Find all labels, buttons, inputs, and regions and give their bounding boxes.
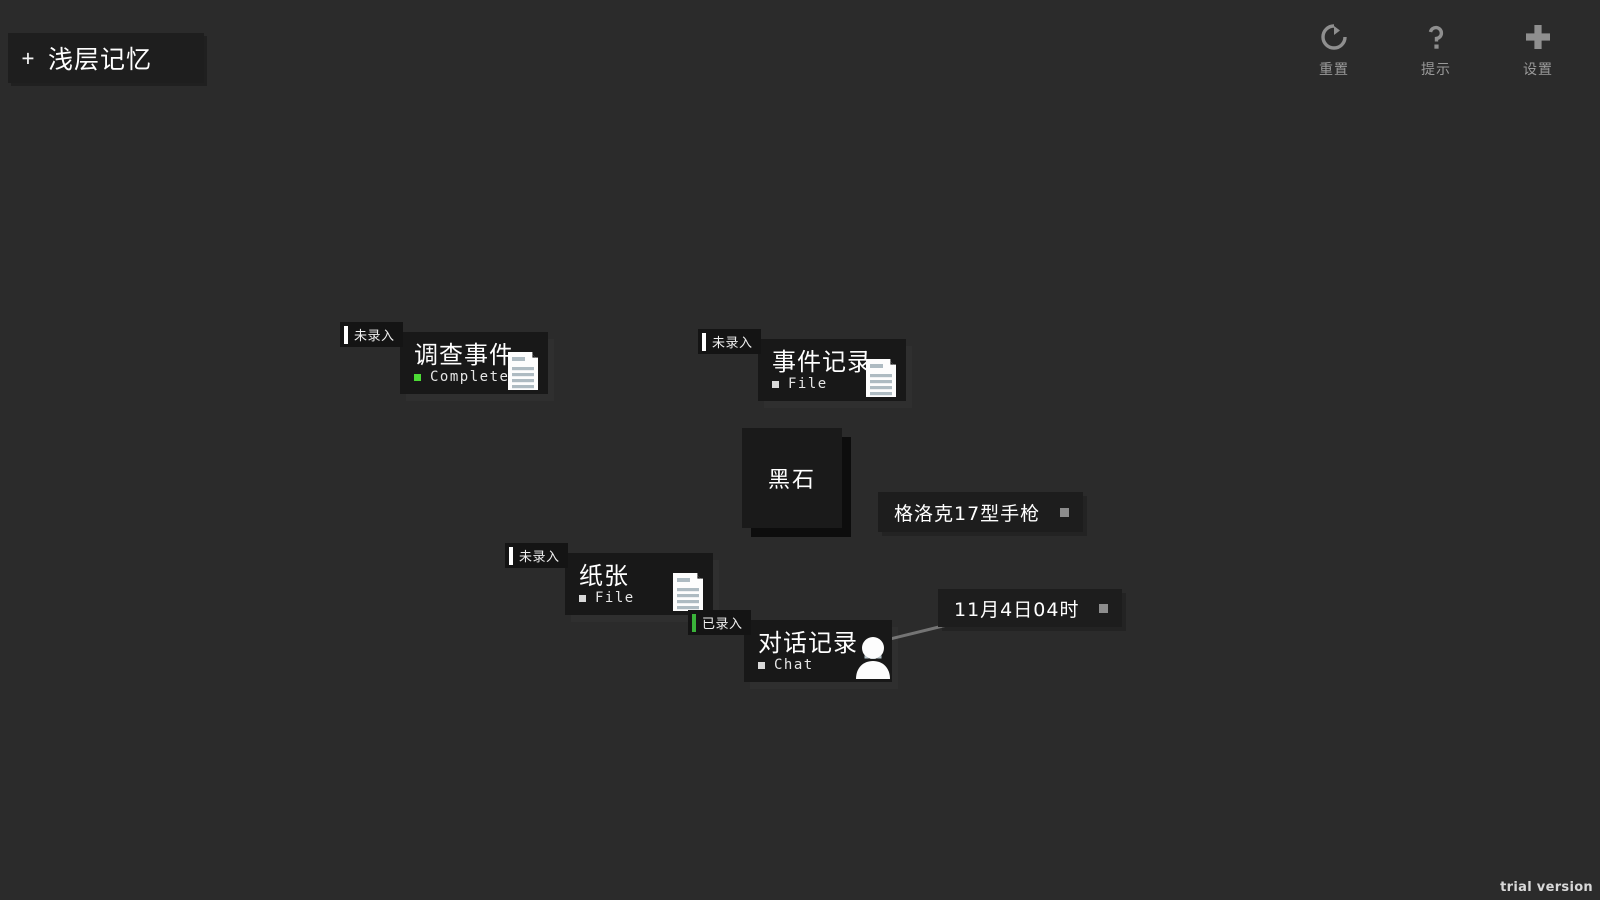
pill-title: 格洛克17型手枪 [894,502,1041,525]
question-mark-icon [1428,25,1444,49]
reset-button[interactable]: 重置 [1304,22,1364,79]
node-timestamp[interactable]: 11月4日04时 [938,589,1123,627]
document-icon [508,352,538,390]
status-marker [579,594,586,602]
document-icon [866,359,896,397]
status-marker [414,373,421,381]
node-black-stone[interactable]: 黑石 [742,428,842,528]
toolbar: 重置 提示 设置 [1304,22,1568,79]
square-dot-icon [1060,507,1070,517]
add-node-icon[interactable]: + [21,45,35,70]
reset-label: 重置 [1319,62,1349,78]
card-title: 纸张 [579,562,629,590]
card-subtitle: File [772,376,828,392]
hint-label: 提示 [1421,62,1451,78]
card-subtitle: Complete [414,369,509,385]
card-title: 事件记录 [772,348,872,376]
card-body[interactable]: 对话记录 Chat [744,620,892,682]
trial-version-watermark: trial version [1500,880,1593,895]
document-icon [673,573,703,611]
card-body[interactable]: 调查事件 Complete [400,332,548,394]
status-marker [758,661,765,669]
reset-icon [1321,24,1347,50]
square-dot-icon [1099,603,1109,613]
settings-button[interactable]: 设置 [1508,22,1568,79]
badge-label: 未录入 [712,336,753,351]
badge-bar [702,332,706,351]
settings-label: 设置 [1523,62,1553,78]
status-badge: 未录入 [505,543,568,568]
subtitle-text: Chat [774,657,814,673]
badge-label: 未录入 [519,550,560,565]
card-body[interactable]: 事件记录 File [758,339,906,401]
card-subtitle: File [579,590,635,606]
card-subtitle: Chat [758,657,814,673]
subtitle-text: File [788,376,828,392]
page-title: 浅层记忆 [48,45,153,74]
status-badge: 未录入 [340,322,403,347]
subtitle-text: File [595,590,635,606]
person-icon [856,637,890,679]
hint-button[interactable]: 提示 [1406,22,1466,79]
subtitle-text: Complete [430,369,510,385]
status-marker [772,380,779,388]
badge-bar [344,325,348,344]
card-title: 调查事件 [414,341,514,369]
plus-settings-icon [1526,25,1550,49]
status-badge: 未录入 [698,329,761,354]
badge-label: 未录入 [354,329,395,344]
card-body[interactable]: 纸张 File [565,553,713,615]
badge-bar [692,613,696,632]
badge-label: 已录入 [702,617,743,632]
pill-title: 11月4日04时 [954,598,1080,621]
badge-bar [509,546,513,565]
block-title: 黑石 [767,468,816,493]
shallow-memory-title-chip[interactable]: + 浅层记忆 [8,33,204,83]
node-glock-17-pistol[interactable]: 格洛克17型手枪 [878,492,1084,532]
status-badge: 已录入 [688,610,751,635]
card-title: 对话记录 [758,629,858,657]
